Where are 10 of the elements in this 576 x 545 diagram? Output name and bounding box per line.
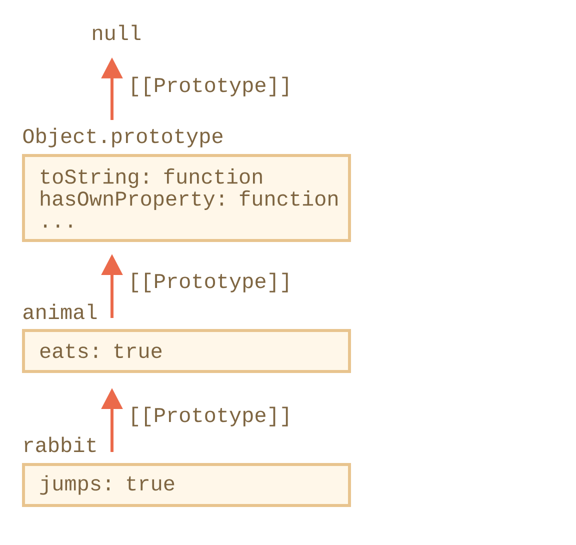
value-label: null [93, 24, 140, 40]
property-box: jumps: true [22, 463, 351, 507]
object-name: Object.prototype [23, 128, 222, 148]
edge-label: [[Prototype]] [132, 272, 288, 292]
object-name: animal [24, 304, 97, 320]
edge-label: [[Prototype]] [132, 406, 288, 426]
object-name: rabbit [24, 436, 96, 452]
property-box: toString: function hasOwnProperty: function ... [22, 154, 351, 242]
property-box: eats: true [22, 329, 351, 373]
edge-label: [[Prototype]] [132, 76, 288, 96]
